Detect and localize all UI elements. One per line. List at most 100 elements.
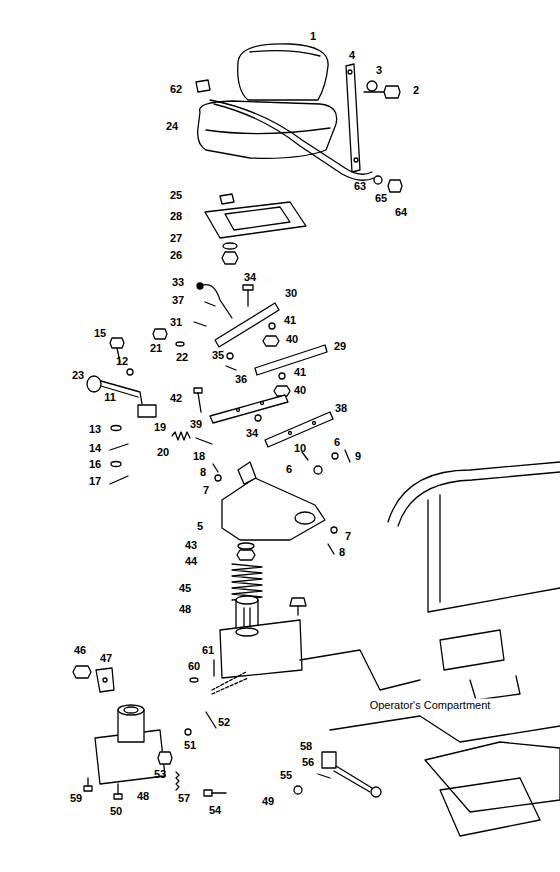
callout-number: 10 — [294, 443, 306, 454]
slide-rails-part — [205, 302, 215, 306]
lower-bracket-part — [334, 771, 370, 792]
slide-rails-part — [255, 415, 261, 421]
adjust-lever-part — [111, 426, 121, 431]
slide-rails-part — [274, 386, 290, 396]
callout-number: 65 — [375, 193, 387, 204]
suspension-base — [212, 450, 350, 694]
callout-number: 6 — [334, 437, 340, 448]
callout-number: 2 — [413, 85, 419, 96]
slide-rails-part — [243, 285, 253, 290]
slide-rails-part — [255, 345, 327, 375]
callout-number: 34 — [244, 272, 256, 283]
callout-number: 47 — [100, 653, 112, 664]
suspension-base-part — [236, 628, 258, 636]
callout-number: 54 — [209, 805, 221, 816]
callout-number: 39 — [190, 419, 202, 430]
callout-number: 56 — [302, 757, 314, 768]
callout-number: 19 — [154, 422, 166, 433]
slide-rails-part — [263, 336, 279, 346]
slide-rails-part — [227, 353, 233, 359]
lower-bracket-part — [103, 678, 107, 682]
adjust-lever-part — [110, 338, 124, 348]
callout-number: 38 — [335, 403, 347, 414]
suspension-base-part — [222, 478, 325, 540]
adjust-lever — [87, 329, 212, 484]
callout-number: 55 — [280, 770, 292, 781]
seat-bracket-part — [367, 81, 377, 91]
adjust-lever-part — [101, 381, 142, 404]
lower-bracket-part — [84, 786, 92, 791]
seat-bracket-part — [388, 180, 402, 192]
adjust-lever-part — [196, 438, 212, 444]
seat-bracket — [210, 64, 402, 192]
seat-part — [196, 80, 210, 92]
callout-number: 28 — [170, 211, 182, 222]
lower-bracket-part — [124, 707, 138, 713]
lower-bracket-part — [114, 794, 122, 799]
callout-number: 12 — [116, 356, 128, 367]
slide-rails-part — [198, 393, 201, 412]
callout-number: 49 — [262, 796, 274, 807]
callout-number: 22 — [176, 352, 188, 363]
slide-rails-part — [289, 432, 292, 435]
suspension-base-part — [345, 450, 350, 462]
callout-number: 34 — [246, 428, 258, 439]
callout-number: 9 — [355, 451, 361, 462]
suspension-base-part — [295, 512, 315, 524]
callout-number: 11 — [104, 392, 116, 403]
callout-number: 6 — [286, 464, 292, 475]
callout-number: 62 — [170, 84, 182, 95]
adjust-lever-part — [172, 432, 190, 440]
callout-number: 37 — [172, 295, 184, 306]
callout-number: 61 — [202, 645, 214, 656]
slide-plate-part — [222, 252, 238, 264]
slide-plate-part — [220, 194, 234, 204]
operator-compartment-part — [440, 630, 504, 670]
callout-number: 13 — [89, 424, 101, 435]
adjust-lever-part — [87, 376, 101, 392]
callout-number: 40 — [286, 334, 298, 345]
suspension-base-part — [215, 475, 221, 481]
suspension-base-part — [220, 620, 302, 678]
operator-compartment-part — [300, 650, 420, 690]
lower-bracket-part — [176, 772, 179, 790]
callout-number: 60 — [188, 661, 200, 672]
lower-bracket-part — [318, 774, 330, 778]
callout-number: 64 — [395, 207, 407, 218]
slide-rails-part — [269, 323, 275, 329]
callout-number: 50 — [110, 806, 122, 817]
callout-number: 24 — [166, 121, 178, 132]
slide-rails-part — [200, 285, 232, 318]
callout-number: 33 — [172, 277, 184, 288]
slide-plate — [205, 194, 306, 264]
slide-rails — [194, 283, 333, 447]
suspension-base-part — [213, 464, 218, 472]
seat-bracket-part — [210, 100, 372, 174]
callout-number: 4 — [349, 50, 355, 61]
adjust-lever-part — [111, 462, 121, 467]
slide-rails-part — [313, 422, 316, 425]
callout-number: 7 — [203, 485, 209, 496]
slide-rails-part — [261, 402, 264, 405]
lower-bracket-part — [212, 792, 226, 793]
lower-bracket-part — [294, 786, 302, 794]
callout-number: 23 — [72, 370, 84, 381]
lower-bracket-part — [117, 784, 118, 794]
callout-number: 29 — [334, 341, 346, 352]
slide-rails-part — [194, 388, 202, 393]
slide-rails-part — [237, 409, 240, 412]
callout-number: 52 — [218, 717, 230, 728]
suspension-base-part — [236, 596, 258, 604]
callout-number: 25 — [170, 190, 182, 201]
callout-number: 41 — [294, 367, 306, 378]
adjust-lever-part — [153, 329, 167, 339]
slide-rails-part — [226, 366, 236, 370]
operator-compartment-part — [330, 716, 560, 742]
callout-number: 46 — [74, 645, 86, 656]
callout-number: 17 — [89, 476, 101, 487]
seat-part — [206, 128, 330, 134]
callout-number: 26 — [170, 250, 182, 261]
slide-rails-part — [194, 322, 206, 326]
